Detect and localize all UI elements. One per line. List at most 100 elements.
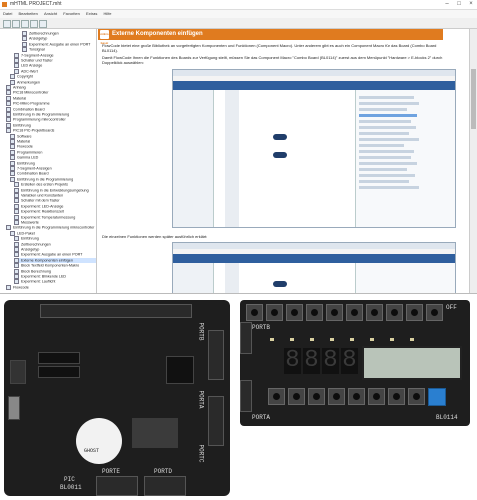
tree-item[interactable]: Combination Board — [10, 171, 96, 177]
tree-item[interactable]: Variablen und Konstanten — [14, 193, 96, 198]
topic-title: Externe Komponenten einfügen — [112, 31, 203, 37]
tree-item[interactable]: Material — [6, 95, 96, 101]
seven-seg-digit-1: 8 — [284, 347, 301, 374]
tree-item[interactable]: Experiment: Reaktionszeit — [14, 209, 96, 215]
menu-view[interactable]: Ansicht — [43, 11, 58, 16]
tree-item[interactable]: 7-Segment-Anzeigen — [10, 166, 96, 171]
tree-item[interactable]: Anhang — [6, 85, 96, 90]
print-icon[interactable] — [30, 20, 38, 28]
tree-item[interactable]: Einführung in die Entwicklungsumgebung — [14, 187, 96, 193]
tree-item[interactable]: Experiment: Temperaturmessung — [14, 214, 96, 220]
home-icon[interactable] — [21, 20, 29, 28]
page-icon — [14, 203, 19, 209]
menu-tools[interactable]: Extras — [86, 11, 98, 16]
page-icon — [6, 112, 11, 117]
tree-item[interactable]: Copyright — [10, 74, 96, 80]
tree-item[interactable]: Experiment: Lauflicht — [14, 279, 96, 285]
page-icon — [14, 193, 19, 198]
tree-item[interactable]: Programmieren — [10, 149, 96, 155]
tree-item[interactable]: Experiment: Blinkende LED — [14, 274, 96, 279]
page-icon — [6, 128, 11, 134]
silk-off: OFF — [446, 304, 457, 311]
tree-item[interactable]: Zeitberechnungen — [14, 241, 96, 247]
menu-favorites[interactable]: Favoriten — [63, 11, 80, 16]
tree-item-label: Einführung — [21, 236, 39, 241]
tree-item-label: Experiment: LED-Anzeige — [21, 204, 64, 209]
tree-item[interactable]: Tonsignal — [22, 47, 96, 53]
silk-pic: PIC — [64, 476, 75, 483]
minimize-button[interactable]: – — [445, 1, 449, 7]
page-icon — [10, 155, 15, 161]
page-icon — [14, 241, 19, 247]
tree-item[interactable]: Anmerkungen — [10, 79, 96, 85]
tree-item-label: Software — [17, 134, 32, 139]
tree-item[interactable]: Einführung in die Programmierung — [6, 112, 96, 117]
potentiometer[interactable] — [428, 388, 446, 406]
tree-item[interactable]: ADC-Wert — [14, 68, 96, 74]
tree-item[interactable]: Anzeigetyp — [14, 247, 96, 252]
tree-item[interactable]: Erstellen des ersten Projekts — [14, 182, 96, 188]
tree-item-label: Programmieren — [17, 150, 43, 155]
scrollbar-thumb[interactable] — [471, 69, 476, 129]
page-icon — [14, 58, 19, 63]
tree-item[interactable]: Messwerte — [14, 220, 96, 225]
tree-item[interactable]: Programmierung mikrocontroller — [6, 117, 96, 123]
tree-item-label: Einführung in die Programmierung — [17, 177, 74, 182]
tree-item[interactable]: Einführung — [10, 160, 96, 166]
tree-item[interactable]: Software — [10, 133, 96, 139]
silk-bl0011: BL0011 — [60, 484, 82, 491]
tree-item[interactable]: PIC18 PIC-Projektboards — [6, 128, 96, 134]
menu-file[interactable]: Datei — [3, 11, 13, 16]
tree-item[interactable]: Einführung — [6, 122, 96, 128]
tree-item[interactable]: PIC18 Mikrocontroller — [6, 90, 96, 96]
tree-item[interactable]: Schalter und Taster — [14, 58, 96, 63]
tree-item[interactable]: Experiment: LED-Anzeige — [14, 203, 96, 209]
tree-item[interactable]: PIC-Mikro Programme — [6, 101, 96, 107]
menu-help[interactable]: Hilfe — [103, 11, 112, 16]
options-icon[interactable] — [39, 20, 47, 28]
tree-item-label: Experiment: Temperaturmessung — [21, 215, 76, 220]
end-block — [273, 152, 287, 158]
page-icon — [14, 214, 19, 220]
tree-item[interactable]: Anzeigetyp — [22, 36, 96, 42]
page-icon — [10, 160, 15, 166]
tree-item[interactable]: Einführung in die Programmierung mikroco… — [6, 225, 96, 231]
menu-bar: Datei Bearbeiten Ansicht Favoriten Extra… — [0, 10, 477, 18]
page-icon — [10, 144, 15, 150]
tree-item-label: Erstellen des ersten Projekts — [21, 182, 68, 187]
tree-item[interactable]: Einführung in die Programmierung — [10, 176, 96, 182]
tree-item[interactable]: Flowcode — [10, 144, 96, 150]
tree-item[interactable]: Block Berechnung — [14, 268, 96, 274]
tree-item[interactable]: Material — [10, 139, 96, 144]
port-b-header — [208, 330, 224, 380]
toolbar — [0, 18, 477, 29]
port-a-header — [40, 304, 192, 318]
help-viewer-window: mHTML PROJECT.mht – □ × Datei Bearbeiten… — [0, 0, 477, 294]
tree-item[interactable]: Schalter mit dem Taster — [14, 198, 96, 204]
tree-item[interactable]: Zeitberechnungen — [22, 31, 96, 36]
port-c-header — [208, 396, 224, 446]
window-title: mHTML PROJECT.mht — [10, 1, 62, 7]
menu-edit[interactable]: Bearbeiten — [18, 11, 38, 16]
maximize-button[interactable]: □ — [457, 1, 461, 7]
forward-icon[interactable] — [12, 20, 20, 28]
tree-item[interactable]: LED-Paket — [10, 230, 96, 236]
tree-item[interactable]: Experiment: Ausgabe an einen PORT — [22, 41, 96, 47]
tree-item[interactable]: Combination Board — [6, 106, 96, 112]
power-jack — [10, 360, 26, 384]
port-b-connector — [240, 322, 252, 354]
tree-item-label: Experiment: Ausgabe an einen PORT — [29, 42, 91, 47]
page-icon — [14, 182, 19, 188]
tree-item[interactable]: Flowcode — [6, 284, 96, 290]
tree-item[interactable]: Gamma LED — [10, 155, 96, 161]
tree-item[interactable]: Block Textfeld Komponenten-Makro — [14, 263, 96, 269]
close-button[interactable]: × — [469, 1, 473, 7]
back-icon[interactable] — [3, 20, 11, 28]
tree-item[interactable]: LED Anzeige — [14, 63, 96, 69]
tree-item[interactable]: Experiment: Ausgabe an einen PORT — [14, 252, 96, 258]
tree-item[interactable]: Einführung — [14, 236, 96, 242]
tree-item-label: Flowcode — [17, 144, 33, 149]
tree-item[interactable]: Externe Komponenten einfügen — [14, 257, 96, 263]
vertical-scrollbar[interactable] — [469, 29, 477, 293]
tree-item[interactable]: 7-Segment-Anzeige — [14, 52, 96, 58]
